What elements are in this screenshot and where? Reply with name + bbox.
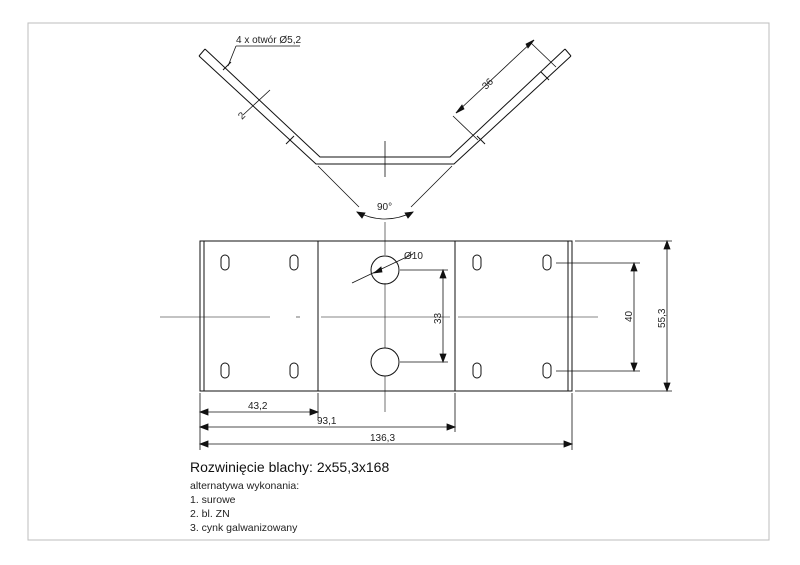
hole-note-label: 4 x otwór Ø5,2 — [236, 35, 301, 46]
small-hole — [220, 362, 230, 379]
notes-option: 2. bl. ZN — [190, 508, 230, 520]
small-hole — [542, 254, 552, 271]
small-hole — [472, 254, 482, 271]
notes-subtitle: alternatywa wykonania: — [190, 480, 299, 492]
diameter-label: Ø10 — [404, 251, 423, 262]
profile-inner — [204, 48, 566, 158]
width-total-label: 136,3 — [370, 433, 395, 444]
small-hole-spacing-dimension — [556, 261, 640, 373]
center-lines — [160, 222, 598, 412]
thickness-dimension — [242, 89, 271, 116]
hole-mark-left-2 — [285, 135, 295, 145]
hole-mark-left-1 — [222, 61, 232, 71]
large-hole-top — [370, 255, 400, 285]
flange-length-dimension — [452, 39, 557, 141]
hole-mark-right-1 — [540, 71, 550, 81]
plate-outline — [199, 240, 573, 392]
front-view — [199, 240, 573, 392]
height-dimension — [575, 239, 672, 393]
small-hole — [542, 362, 552, 379]
flange-length-label: 36 — [480, 76, 496, 92]
width-1-label: 43,2 — [248, 401, 268, 412]
small-hole — [289, 254, 299, 271]
notes-title: Rozwinięcie blachy: 2x55,3x168 — [190, 459, 389, 475]
angle-label: 90° — [377, 202, 392, 213]
profile-end-right — [564, 48, 572, 57]
diameter-leader — [351, 253, 414, 284]
notes-option: 3. cynk galwanizowany — [190, 522, 298, 534]
hole-spacing-label: 33 — [433, 312, 444, 324]
height-label: 55,3 — [657, 308, 668, 328]
small-hole — [472, 362, 482, 379]
width-dimensions — [198, 393, 574, 450]
small-hole — [220, 254, 230, 271]
profile-end-left — [198, 48, 206, 57]
small-hole — [289, 362, 299, 379]
notes-option: 1. surowe — [190, 494, 236, 506]
hole-spacing-dimension — [400, 268, 448, 364]
small-hole-spacing-label: 40 — [624, 310, 635, 322]
drawing-frame — [27, 22, 770, 541]
hole-mark-right-2 — [476, 135, 486, 145]
large-hole-bottom — [370, 347, 400, 377]
width-2-label: 93,1 — [317, 416, 337, 427]
top-view — [198, 48, 572, 177]
hole-note-leader — [227, 45, 300, 67]
angle-dimension — [317, 165, 453, 220]
